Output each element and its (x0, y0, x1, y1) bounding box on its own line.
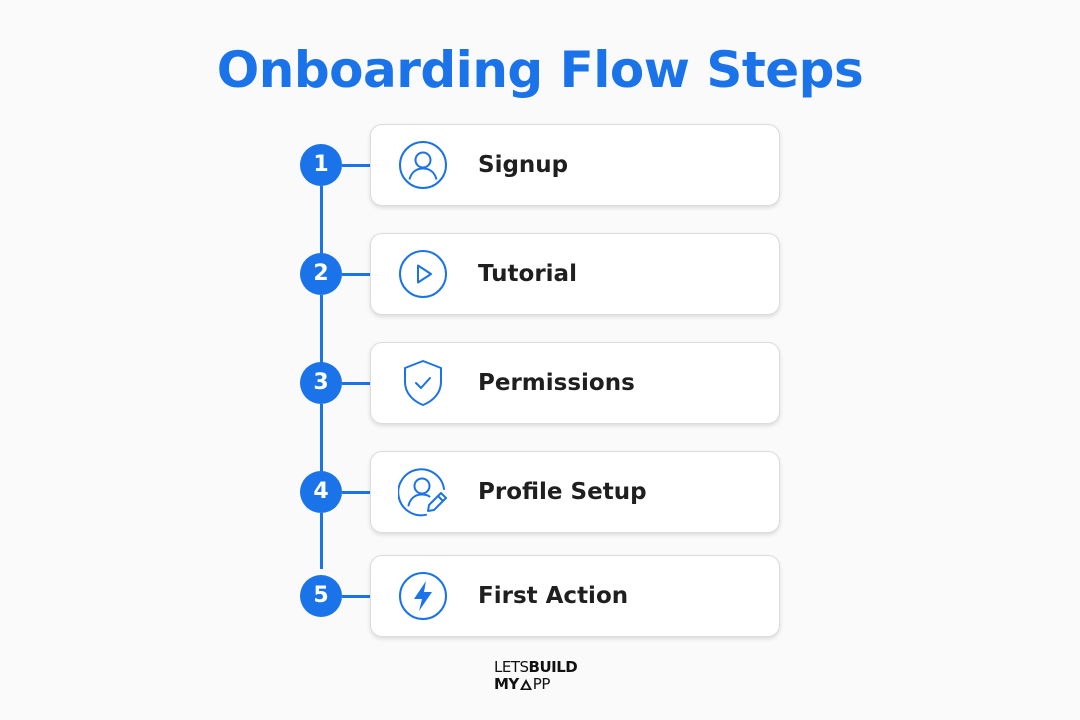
step-card[interactable]: First Action (370, 555, 780, 637)
step-number-badge: 5 (300, 575, 342, 617)
connector-line (320, 513, 323, 569)
connector-line (342, 382, 370, 385)
step-card[interactable]: Permissions (370, 342, 780, 424)
step-card[interactable]: Signup (370, 124, 780, 206)
step-label: First Action (478, 583, 629, 609)
step-number-badge: 1 (300, 144, 342, 186)
triangle-logo-icon (519, 679, 532, 690)
connector-line (320, 404, 323, 474)
user-icon (398, 140, 448, 190)
step-card[interactable]: Tutorial (370, 233, 780, 315)
connector-line (342, 595, 370, 598)
connector-line (320, 186, 323, 256)
connector-line (342, 491, 370, 494)
step-label: Signup (478, 152, 569, 178)
step-label: Profile Setup (478, 479, 647, 505)
connector-line (342, 273, 370, 276)
shield-check-icon (398, 358, 448, 408)
step-number-badge: 2 (300, 253, 342, 295)
brand-text: BUILD (528, 658, 578, 676)
step-permissions: 3 Permissions (300, 342, 780, 424)
step-number-badge: 3 (300, 362, 342, 404)
user-edit-icon (398, 467, 448, 517)
lightning-icon (398, 571, 448, 621)
step-number-badge: 4 (300, 471, 342, 513)
connector-line (320, 295, 323, 365)
step-label: Permissions (478, 370, 635, 396)
brand-text: LETS (494, 658, 529, 676)
step-profile-setup: 4 Profile Setup (300, 451, 780, 533)
page-title: Onboarding Flow Steps (216, 41, 864, 99)
connector-line (342, 164, 370, 167)
step-signup: 1 Signup (300, 124, 780, 206)
step-card[interactable]: Profile Setup (370, 451, 780, 533)
brand-text: PP (532, 675, 551, 693)
brand-text: MY (494, 675, 519, 693)
step-label: Tutorial (478, 261, 577, 287)
step-tutorial: 2 Tutorial (300, 233, 780, 315)
step-first-action: 5 First Action (300, 555, 780, 637)
play-icon (398, 249, 448, 299)
